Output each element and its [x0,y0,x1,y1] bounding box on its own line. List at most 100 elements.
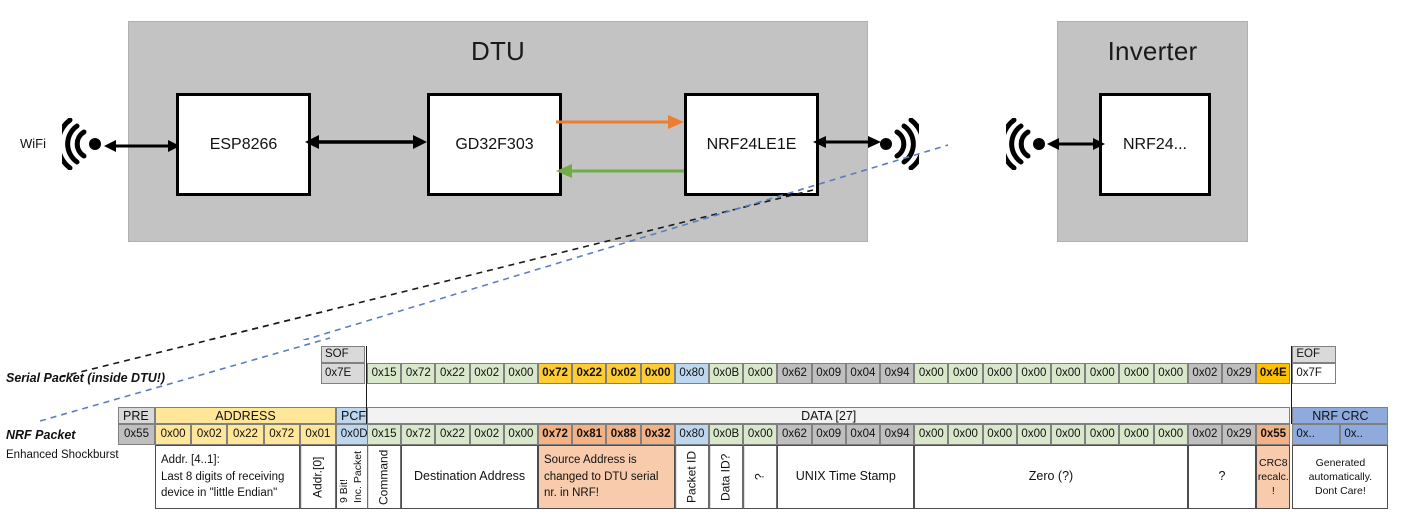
serial-packet-row-label: Serial Packet (inside DTU!) [6,371,166,385]
enhanced-shockburst-label: Enhanced Shockburst [6,449,119,461]
nrf-byte-cell: 0x62 [777,424,812,445]
nrf-byte-cell: 0x00 [1051,424,1086,445]
nrf-byte-cell: 0x0B [709,424,744,445]
serial-nrf-align-line-left [366,346,367,424]
unknown-description: ? [743,445,778,509]
arrow-esp-gd32 [305,135,427,149]
serial-sof-value: 0x7E [321,363,365,384]
arrow-orange-gd32-to-nrf [556,115,684,129]
serial-byte-cell: 0x00 [640,363,675,384]
serial-byte-cell: 0x22 [435,363,470,384]
chip-label: ESP8266 [209,135,278,153]
serial-byte-cell: 0x02 [469,363,504,384]
nrf-header-address: ADDRESS [155,407,336,424]
nrf-pre-value: 0x55 [118,424,155,445]
serial-byte-cell: 0x00 [914,363,949,384]
serial-byte-cell: 0x00 [1016,363,1051,384]
arrow-wifi-esp [104,140,180,152]
nrf-header-pre: PRE [118,407,155,424]
nrf-byte-cell: 0x15 [367,424,402,445]
serial-byte-cell: 0x04 [845,363,880,384]
nrf-crc-byte: 0x.. [1292,424,1341,445]
serial-byte-cell: 0x29 [1222,363,1257,384]
nrf-byte-cell: 0x81 [572,424,607,445]
nrf-address-byte: 0x01 [299,424,336,445]
addr0-description: Addr.[0] [299,445,336,509]
data-id-description: Data ID? [709,445,744,509]
arrow-antenna-nrf24-inverter [1047,138,1105,150]
serial-byte-cell: 0x72 [401,363,436,384]
arrow-green-nrf-to-gd32 [556,164,684,178]
nrf-byte-cell: 0x02 [469,424,504,445]
callout-leaders [205,144,949,340]
block-diagram: DTU Inverter WiFi ESP8266 GD32F303 NRF24… [20,21,1248,340]
nrf-byte-cell: 0x04 [845,424,880,445]
nrf-byte-cell: 0x00 [1119,424,1154,445]
serial-eof-header: EOF [1292,346,1337,363]
serial-byte-cell: 0x22 [572,363,607,384]
serial-byte-cell: 0x62 [777,363,812,384]
nrf-byte-cell: 0x29 [1222,424,1257,445]
serial-byte-cell: 0x72 [538,363,573,384]
serial-byte-cell: 0x15 [367,363,402,384]
nrf-address-byte: 0x72 [263,424,300,445]
nrf-byte-cell: 0x32 [640,424,675,445]
dtu-title: DTU [470,36,526,66]
serial-nrf-align-line-right [1291,346,1293,424]
nrf-address-byte: 0x22 [227,424,264,445]
arrow-nrf-antenna-dtu [813,136,881,148]
nrf-byte-cell: 0x00 [503,424,538,445]
nrf-header-crc: NRF CRC [1292,407,1389,424]
chip-nrf24le1e: NRF24LE1E [684,93,819,196]
question-description: ? [1187,445,1257,509]
serial-byte-cell: 0x00 [1051,363,1086,384]
nrf-byte-cell: 0x00 [948,424,983,445]
destination-address-description: Destination Address [401,445,538,509]
command-description: Command [367,445,402,509]
serial-byte-cell: 0x00 [1119,363,1154,384]
serial-byte-cell: 0x00 [982,363,1017,384]
serial-byte-cell: 0x0B [709,363,744,384]
serial-byte-cell: 0x09 [811,363,846,384]
nrf-byte-cell: 0x00 [1085,424,1120,445]
nrf-byte-cell: 0x72 [401,424,436,445]
unix-timestamp-description: UNIX Time Stamp [777,445,915,509]
serial-byte-cell: 0x00 [743,363,778,384]
inverter-title: Inverter [1107,36,1198,66]
serial-byte-cell: 0x00 [1153,363,1188,384]
nrf-byte-cell: 0x02 [1187,424,1222,445]
serial-byte-cell: 0x94 [880,363,915,384]
nrf-byte-cell: 0x88 [606,424,641,445]
nrf-byte-cell: 0x80 [674,424,709,445]
serial-byte-cell: 0x02 [606,363,641,384]
dtu-antenna-icon [880,118,919,170]
serial-eof-value: 0x7F [1292,363,1337,384]
serial-byte-cell: 0x80 [674,363,709,384]
wifi-antenna-icon [62,118,101,170]
nrf-byte-cell: 0x00 [914,424,949,445]
nrf-byte-cell: 0x55 [1256,424,1291,445]
nrf-header-data: DATA [27] [367,407,1291,424]
chip-label: GD32F303 [455,135,534,153]
packet-id-description: Packet ID [674,445,709,509]
serial-sof-header: SOF [321,346,365,363]
wifi-label: WiFi [20,136,46,151]
serial-byte-cell: 0x02 [1187,363,1222,384]
serial-byte-cell: 0x00 [1085,363,1120,384]
nrf-byte-cell: 0x00 [743,424,778,445]
nrf-address-byte: 0x00 [155,424,192,445]
chip-esp8266: ESP8266 [176,93,311,196]
nrf-packet-row-label: NRF Packet [6,428,76,442]
serial-byte-cell: 0x4E [1256,363,1291,384]
nrf-address-byte: 0x02 [191,424,228,445]
nrf-byte-cell: 0x00 [1153,424,1188,445]
nrf-byte-cell: 0x22 [435,424,470,445]
nrf-crc-byte: 0x.. [1340,424,1389,445]
nrf-byte-cell: 0x94 [880,424,915,445]
nrf-byte-cell: 0x00 [982,424,1017,445]
serial-byte-cell: 0x00 [948,363,983,384]
inverter-antenna-icon [1006,118,1045,170]
